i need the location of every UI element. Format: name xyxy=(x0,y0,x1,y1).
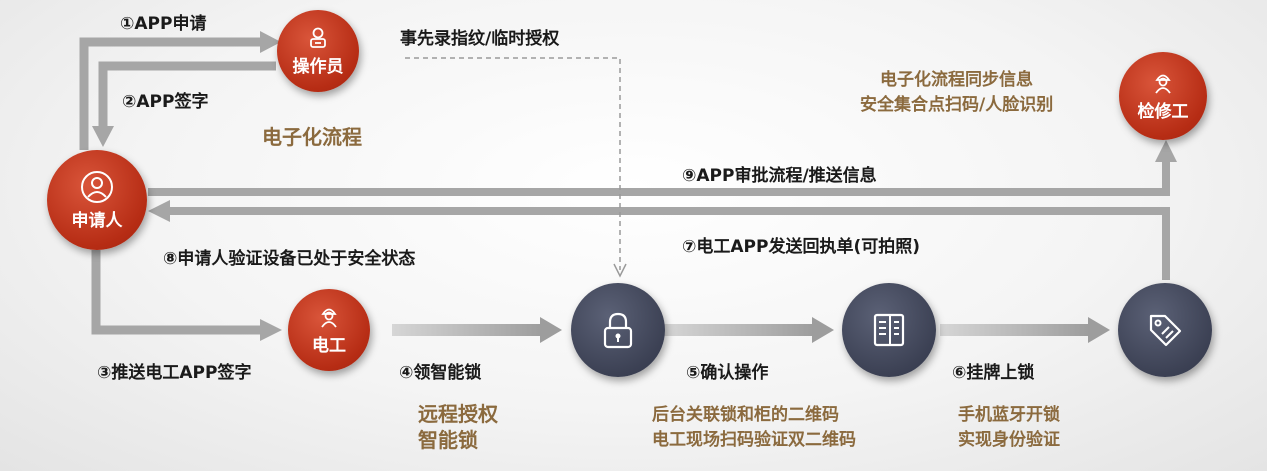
arrow-step1-head xyxy=(260,31,281,53)
worker-helmet-icon xyxy=(321,308,337,328)
node-inspector-label: 检修工 xyxy=(1137,101,1189,122)
label-qr-line2: 电工现场扫码验证双二维码 xyxy=(652,430,856,450)
node-operator-label: 操作员 xyxy=(292,56,344,77)
inspector-icon xyxy=(1155,74,1171,94)
arrow-step2-head xyxy=(92,126,114,147)
label-step6: ⑥挂牌上锁 xyxy=(952,363,1035,383)
padlock-icon xyxy=(603,312,633,349)
node-electrician: 电工 xyxy=(288,289,370,371)
label-electronic-process: 电子化流程 xyxy=(262,125,362,149)
label-inspector-note-2: 安全集合点扫码/人脸识别 xyxy=(860,95,1054,115)
arrow-step2 xyxy=(98,61,276,128)
node-operator: 操作员 xyxy=(277,10,359,92)
arrow-step3 xyxy=(91,250,262,335)
label-bt-line1: 手机蓝牙开锁 xyxy=(958,405,1060,425)
label-inspector-note-1: 电子化流程同步信息 xyxy=(880,70,1033,90)
arrow-step5-head xyxy=(812,317,834,343)
label-step8: ⑧申请人验证设备已处于安全状态 xyxy=(163,249,416,269)
arrow-step9-head xyxy=(1155,140,1177,162)
cabinet-icon xyxy=(873,313,905,347)
node-lockout-tag xyxy=(1118,283,1212,377)
node-smart-lock xyxy=(571,283,665,377)
label-remote-auth: 远程授权 xyxy=(418,402,498,426)
node-inspector: 检修工 xyxy=(1119,52,1207,140)
label-step2: ②APP签字 xyxy=(122,92,209,112)
operator-icon xyxy=(310,27,326,48)
arrow-step6 xyxy=(940,324,1090,336)
person-icon xyxy=(81,170,113,203)
tag-icon xyxy=(1149,314,1182,347)
arrow-step3-head xyxy=(260,319,282,341)
arrow-step6-head xyxy=(1088,317,1110,343)
label-qr-line1: 后台关联锁和柜的二维码 xyxy=(652,405,839,425)
node-cabinet xyxy=(842,283,936,377)
node-applicant-label: 申请人 xyxy=(71,210,123,231)
arrow-step4-head xyxy=(540,317,562,343)
node-electrician-label: 电工 xyxy=(312,335,346,356)
label-remote-lock: 智能锁 xyxy=(418,428,478,452)
label-step4: ④领智能锁 xyxy=(399,363,482,383)
label-pre-record: 事先录指纹/临时授权 xyxy=(400,29,560,49)
arrow-step4 xyxy=(392,324,542,336)
label-bt-line2: 实现身份验证 xyxy=(958,430,1060,450)
arrow-step9 xyxy=(148,160,1170,196)
arrow-step7 xyxy=(168,207,1170,280)
label-step9: ⑨APP审批流程/推送信息 xyxy=(682,166,877,186)
arrow-step5 xyxy=(664,324,814,336)
arrow-step7-head xyxy=(148,200,170,222)
label-step1: ①APP申请 xyxy=(120,14,207,34)
label-step5: ⑤确认操作 xyxy=(686,363,769,383)
node-applicant: 申请人 xyxy=(47,150,147,250)
arrow-step1 xyxy=(79,37,262,150)
label-step3: ③推送电工APP签字 xyxy=(97,363,252,383)
arrow-pre-record-head xyxy=(613,263,627,278)
label-step7: ⑦电工APP发送回执单(可拍照) xyxy=(682,237,921,257)
arrow-pre-record xyxy=(405,57,621,270)
